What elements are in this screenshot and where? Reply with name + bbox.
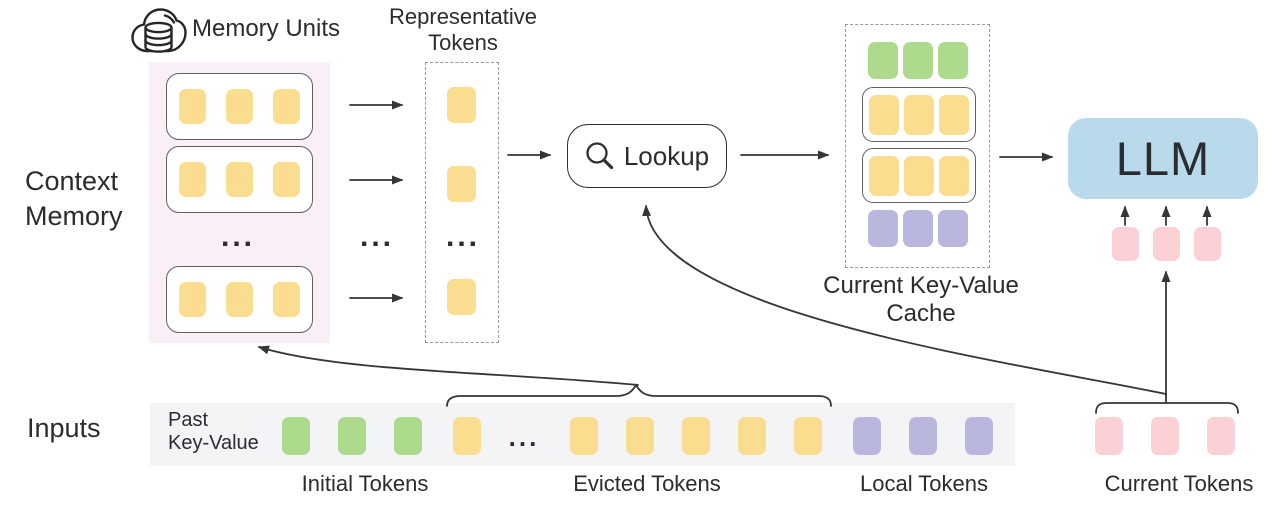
- cache-local-tokens: [868, 210, 968, 247]
- yellow-token: [179, 162, 206, 197]
- yellow-token: [273, 162, 300, 197]
- representative-line1: Representative: [389, 4, 537, 29]
- green-token: [868, 42, 898, 79]
- purple-token: [868, 210, 898, 247]
- search-icon: [586, 142, 613, 170]
- yellow-token: [869, 155, 899, 196]
- yellow-token: [179, 89, 206, 124]
- pink-token: [1151, 417, 1179, 455]
- purple-token: [938, 210, 968, 247]
- purple-token: [903, 210, 933, 247]
- pink-token: [1207, 417, 1235, 455]
- green-token: [903, 42, 933, 79]
- yellow-token: [626, 417, 654, 455]
- memory-units-label: Memory Units: [192, 15, 341, 42]
- purple-token: [965, 417, 993, 455]
- past-kv-line1: Past: [168, 409, 209, 431]
- context-memory-label: Context Memory: [25, 164, 123, 234]
- green-token: [394, 417, 422, 455]
- yellow-token: [904, 94, 934, 135]
- yellow-token: [179, 282, 206, 317]
- local-tokens-label: Local Tokens: [859, 471, 989, 496]
- evicted-tokens-label: Evicted Tokens: [573, 471, 721, 496]
- yellow-token: [939, 155, 969, 196]
- green-token: [282, 417, 310, 455]
- purple-token: [909, 417, 937, 455]
- yellow-token: [869, 94, 899, 135]
- cache-line2: Cache: [886, 300, 956, 327]
- representative-tokens-box: [425, 62, 499, 343]
- pink-token: [1112, 227, 1139, 261]
- yellow-token: [226, 282, 253, 317]
- yellow-token: [904, 155, 934, 196]
- yellow-token: [738, 417, 766, 455]
- cache-initial-tokens: [868, 42, 968, 79]
- purple-token: [853, 417, 881, 455]
- memory-unit-3: [166, 266, 313, 333]
- context-line2: Memory: [25, 201, 123, 231]
- current-kv-cache-label: Current Key-Value Cache: [823, 272, 1019, 328]
- lookup-label: Lookup: [623, 140, 710, 171]
- past-kv-line2: Key-Value: [168, 432, 259, 454]
- representative-ellipsis: ...: [445, 220, 481, 253]
- yellow-token: [570, 417, 598, 455]
- arrow-evicted-to-memory: [257, 345, 639, 386]
- past-key-value-label: Past Key-Value: [168, 409, 259, 455]
- yellow-token: [939, 94, 969, 135]
- current-tokens-row: [1095, 417, 1235, 455]
- yellow-token: [682, 417, 710, 455]
- llm-label: LLM: [1115, 132, 1211, 185]
- current-tokens-label: Current Tokens: [1104, 471, 1254, 496]
- pink-token: [1194, 227, 1221, 261]
- lookup-button: Lookup: [567, 124, 727, 188]
- yellow-token: [273, 89, 300, 124]
- yellow-token: [447, 87, 476, 123]
- yellow-token: [447, 279, 476, 315]
- cache-line1: Current Key-Value: [823, 272, 1019, 299]
- green-token: [938, 42, 968, 79]
- memory-unit-2: [166, 146, 313, 213]
- pink-token: [1095, 417, 1123, 455]
- yellow-token: [447, 166, 476, 202]
- representative-token-2: [447, 166, 476, 202]
- cache-memory-unit-2: [862, 148, 976, 203]
- green-token: [338, 417, 366, 455]
- memory-ellipsis: ...: [220, 220, 256, 253]
- yellow-token: [794, 417, 822, 455]
- current-tokens-bracket: [1095, 402, 1239, 414]
- representative-token-3: [447, 279, 476, 315]
- local-tokens-row: [853, 417, 993, 455]
- memory-unit-1: [166, 73, 313, 140]
- evicted-tokens-head: [453, 417, 481, 455]
- cache-memory-unit-1: [862, 87, 976, 142]
- evicted-ellipsis: ...: [508, 422, 540, 452]
- yellow-token: [453, 417, 481, 455]
- llm-box: LLM: [1068, 118, 1258, 199]
- pink-token: [1153, 227, 1180, 261]
- llm-input-tokens: [1112, 227, 1221, 261]
- yellow-token: [226, 162, 253, 197]
- yellow-token: [226, 89, 253, 124]
- initial-tokens-label: Initial Tokens: [301, 471, 429, 496]
- representative-tokens-label: Representative Tokens: [389, 4, 537, 56]
- initial-tokens-row: [282, 417, 422, 455]
- between-ellipsis: ...: [359, 220, 395, 253]
- representative-line2: Tokens: [428, 30, 498, 55]
- context-line1: Context: [25, 166, 119, 196]
- representative-token-1: [447, 87, 476, 123]
- evicted-tokens-tail: [570, 417, 822, 455]
- yellow-token: [273, 282, 300, 317]
- cloud-database-icon: [131, 8, 187, 53]
- inputs-label: Inputs: [27, 413, 101, 443]
